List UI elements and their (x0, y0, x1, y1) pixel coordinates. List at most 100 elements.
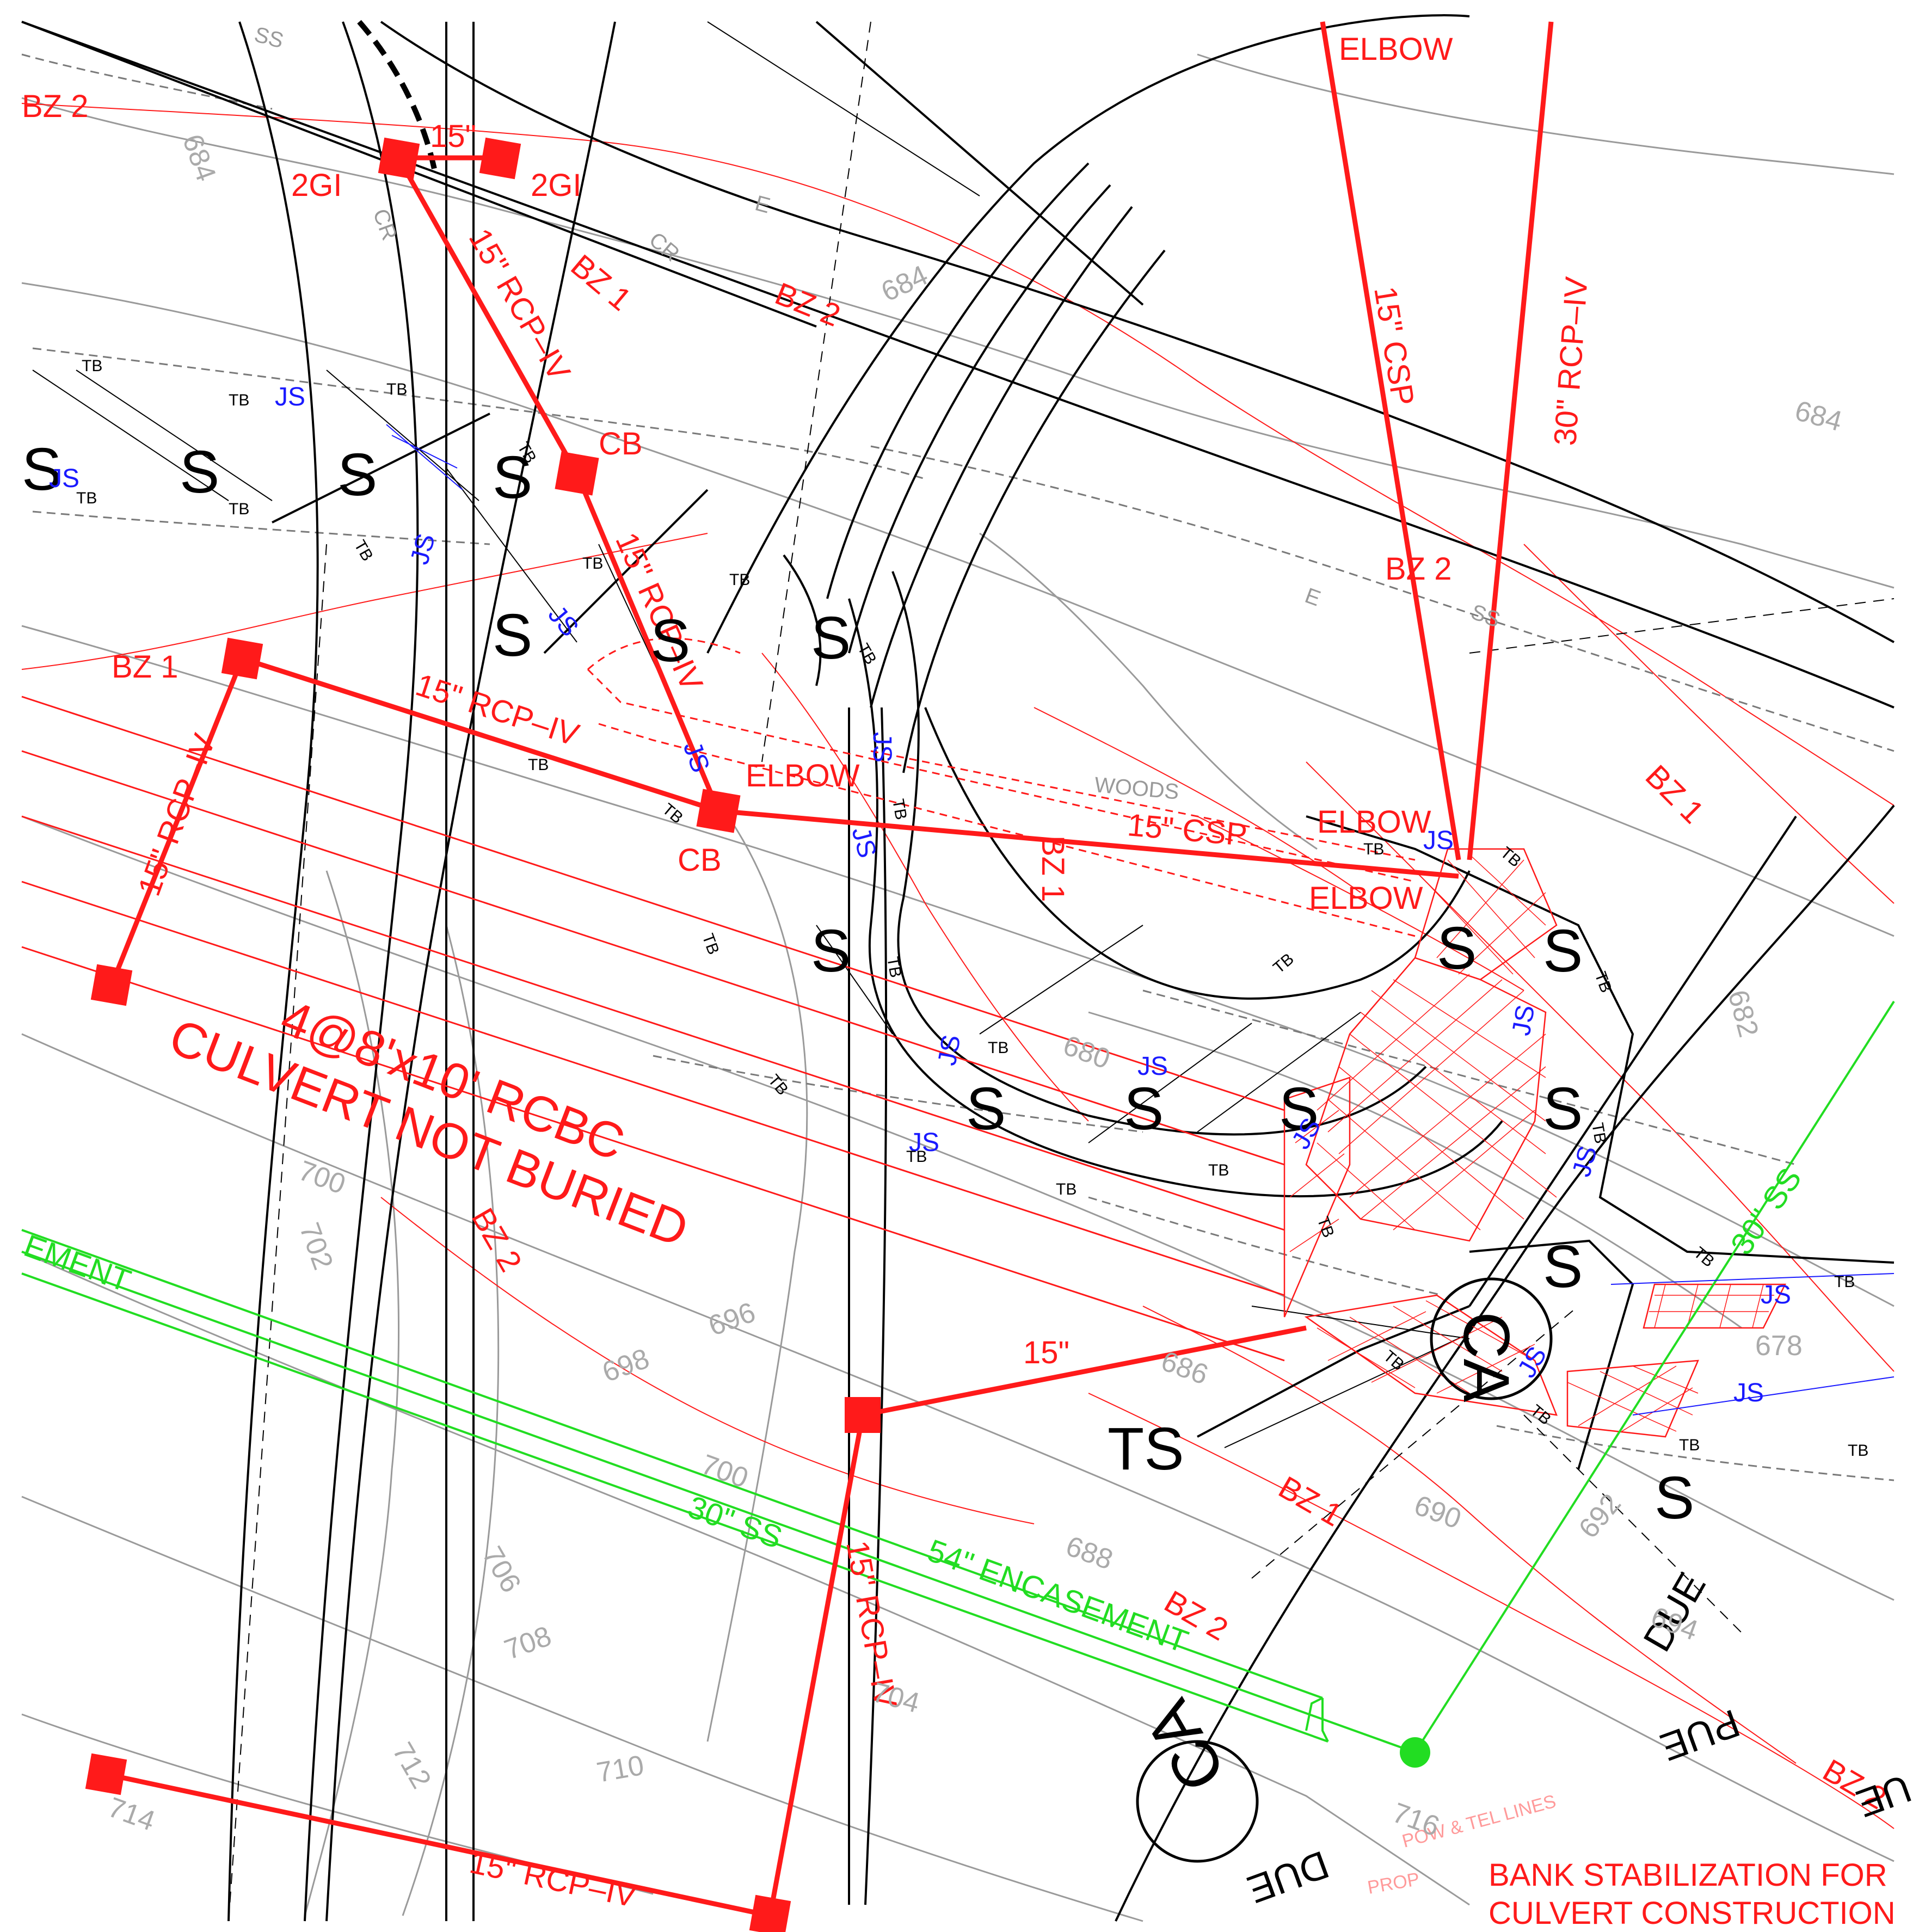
s-marker: S (1654, 1465, 1694, 1531)
tb-marker: TB (82, 357, 102, 375)
contour-label: 684 (877, 260, 933, 308)
contour-label: 686 (1157, 1345, 1212, 1391)
label-prop: PROP (1366, 1869, 1421, 1898)
s-marker: S (493, 602, 532, 669)
label-encasement: 54" ENCASEMENT (923, 1533, 1193, 1659)
s-marker: S (1543, 918, 1583, 985)
contour-label: 692 (1573, 1488, 1627, 1545)
tb-marker: TB (1497, 844, 1525, 871)
culvert-lines (21, 696, 1285, 1362)
label-ss-top: SS (252, 22, 286, 53)
s-marker: S (1543, 1075, 1583, 1142)
tb-marker: TB (76, 489, 97, 507)
tb-marker: TB (350, 537, 377, 564)
riprap-hatch (1289, 854, 1774, 1432)
label-bz1-lower: BZ 1 (1273, 1469, 1349, 1534)
js-marker: JS (405, 531, 441, 568)
tb-marker: TB (1056, 1180, 1077, 1198)
s-marker: S (811, 605, 851, 672)
tb-marker: TB (883, 955, 905, 979)
label-bz1-far-right: BZ 1 (1639, 758, 1711, 830)
tb-marker: TB (659, 800, 687, 827)
inlet-2gi-left (378, 137, 420, 180)
tb-marker: TB (1588, 1121, 1609, 1145)
manhole (1400, 1737, 1430, 1768)
label-cb-lower: CB (678, 842, 722, 878)
js-marker: JS (49, 464, 79, 493)
s-marker: S (1279, 1075, 1319, 1142)
s-marker: S (811, 918, 851, 985)
label-bank-line2: CULVERT CONSTRUCTION (1489, 1896, 1896, 1931)
label-elbow-right-b: ELBOW (1309, 881, 1423, 916)
tb-marker: TB (1679, 1436, 1700, 1454)
contour-label: 714 (104, 1792, 159, 1837)
inlet-bottom (749, 1894, 791, 1932)
contour-lines (21, 53, 1895, 1922)
grading-lines (32, 21, 1895, 1922)
tb-marker: TB (765, 1071, 792, 1099)
js-marker: JS (1567, 1143, 1603, 1180)
label-15-top: 15" (430, 119, 476, 154)
label-elbow-mid: ELBOW (746, 758, 860, 793)
elbow-detail (587, 637, 1416, 937)
ca-circle-lower (1136, 1740, 1259, 1863)
tb-marker: TB (229, 500, 249, 518)
contour-label: 708 (500, 1620, 555, 1666)
label-elbow-top: ELBOW (1339, 32, 1453, 67)
tb-marker: TB (906, 1148, 927, 1166)
contour-label: 702 (293, 1219, 339, 1273)
contour-label: 684 (176, 130, 222, 185)
s-marker: S (22, 436, 61, 503)
s-marker: S (966, 1075, 1006, 1142)
js-marker: JS (678, 738, 715, 777)
dashed-road-edge (357, 20, 438, 175)
js-marker: JS (1423, 826, 1454, 855)
js-marker: JS (1137, 1052, 1168, 1081)
js-marker: JS (909, 1128, 939, 1157)
label-easement: EMENT (20, 1228, 136, 1299)
js-marker: JS (543, 600, 585, 642)
contour-label: 706 (476, 1541, 527, 1598)
label-bank-line1: BANK STABILIZATION FOR (1489, 1857, 1887, 1893)
s-marker: S (337, 441, 377, 508)
js-marker: JS (1733, 1379, 1764, 1407)
inlets (85, 137, 881, 1932)
s-marker: S (1437, 915, 1477, 982)
contour-label: 690 (1410, 1490, 1465, 1535)
label-due-lower: DUE (1242, 1842, 1334, 1911)
tb-marker: TB (1363, 840, 1384, 858)
js-marker: JS (275, 383, 305, 411)
roadway-lines (21, 14, 1895, 1922)
sanitary-sewer (21, 1000, 1895, 1753)
contour-label: 700 (697, 1449, 752, 1494)
inlet-cb-lower (696, 789, 741, 833)
contour-label: 678 (1755, 1330, 1803, 1362)
tb-marker: TB (698, 931, 722, 957)
label-bz1-rotated: BZ 1 (1035, 835, 1071, 902)
inlet-mid (845, 1397, 881, 1433)
tree-lines (21, 53, 1895, 1481)
label-bz2-upper: BZ 2 (770, 276, 845, 334)
label-15-mid: 15" (1023, 1335, 1069, 1370)
js-marker: JS (1507, 1003, 1541, 1038)
contour-label: 704 (869, 1677, 923, 1719)
label-ca-upper: CA (1450, 1312, 1523, 1402)
js-marker: JS (1761, 1281, 1791, 1309)
label-bz2-right: BZ 2 (1385, 551, 1452, 587)
tb-marker: TB (1313, 1214, 1337, 1240)
tb-marker: TB (1270, 950, 1297, 977)
label-e: E (1302, 583, 1324, 611)
tb-marker: TB (889, 797, 910, 821)
js-marker: JS (868, 732, 896, 762)
tb-marker: TB (582, 555, 603, 573)
tb-marker: TB (229, 391, 249, 409)
contour-label: 680 (1059, 1030, 1114, 1075)
tb-marker: TB (729, 571, 750, 589)
s-marker: S (180, 439, 219, 506)
inlet-bottom-left (85, 1753, 127, 1795)
tb-marker: TB (528, 756, 549, 774)
tb-marker: TB (988, 1039, 1008, 1057)
s-marker: S (1124, 1075, 1164, 1142)
label-cb-upper: CB (599, 426, 643, 462)
tb-marker: TB (1208, 1161, 1229, 1179)
